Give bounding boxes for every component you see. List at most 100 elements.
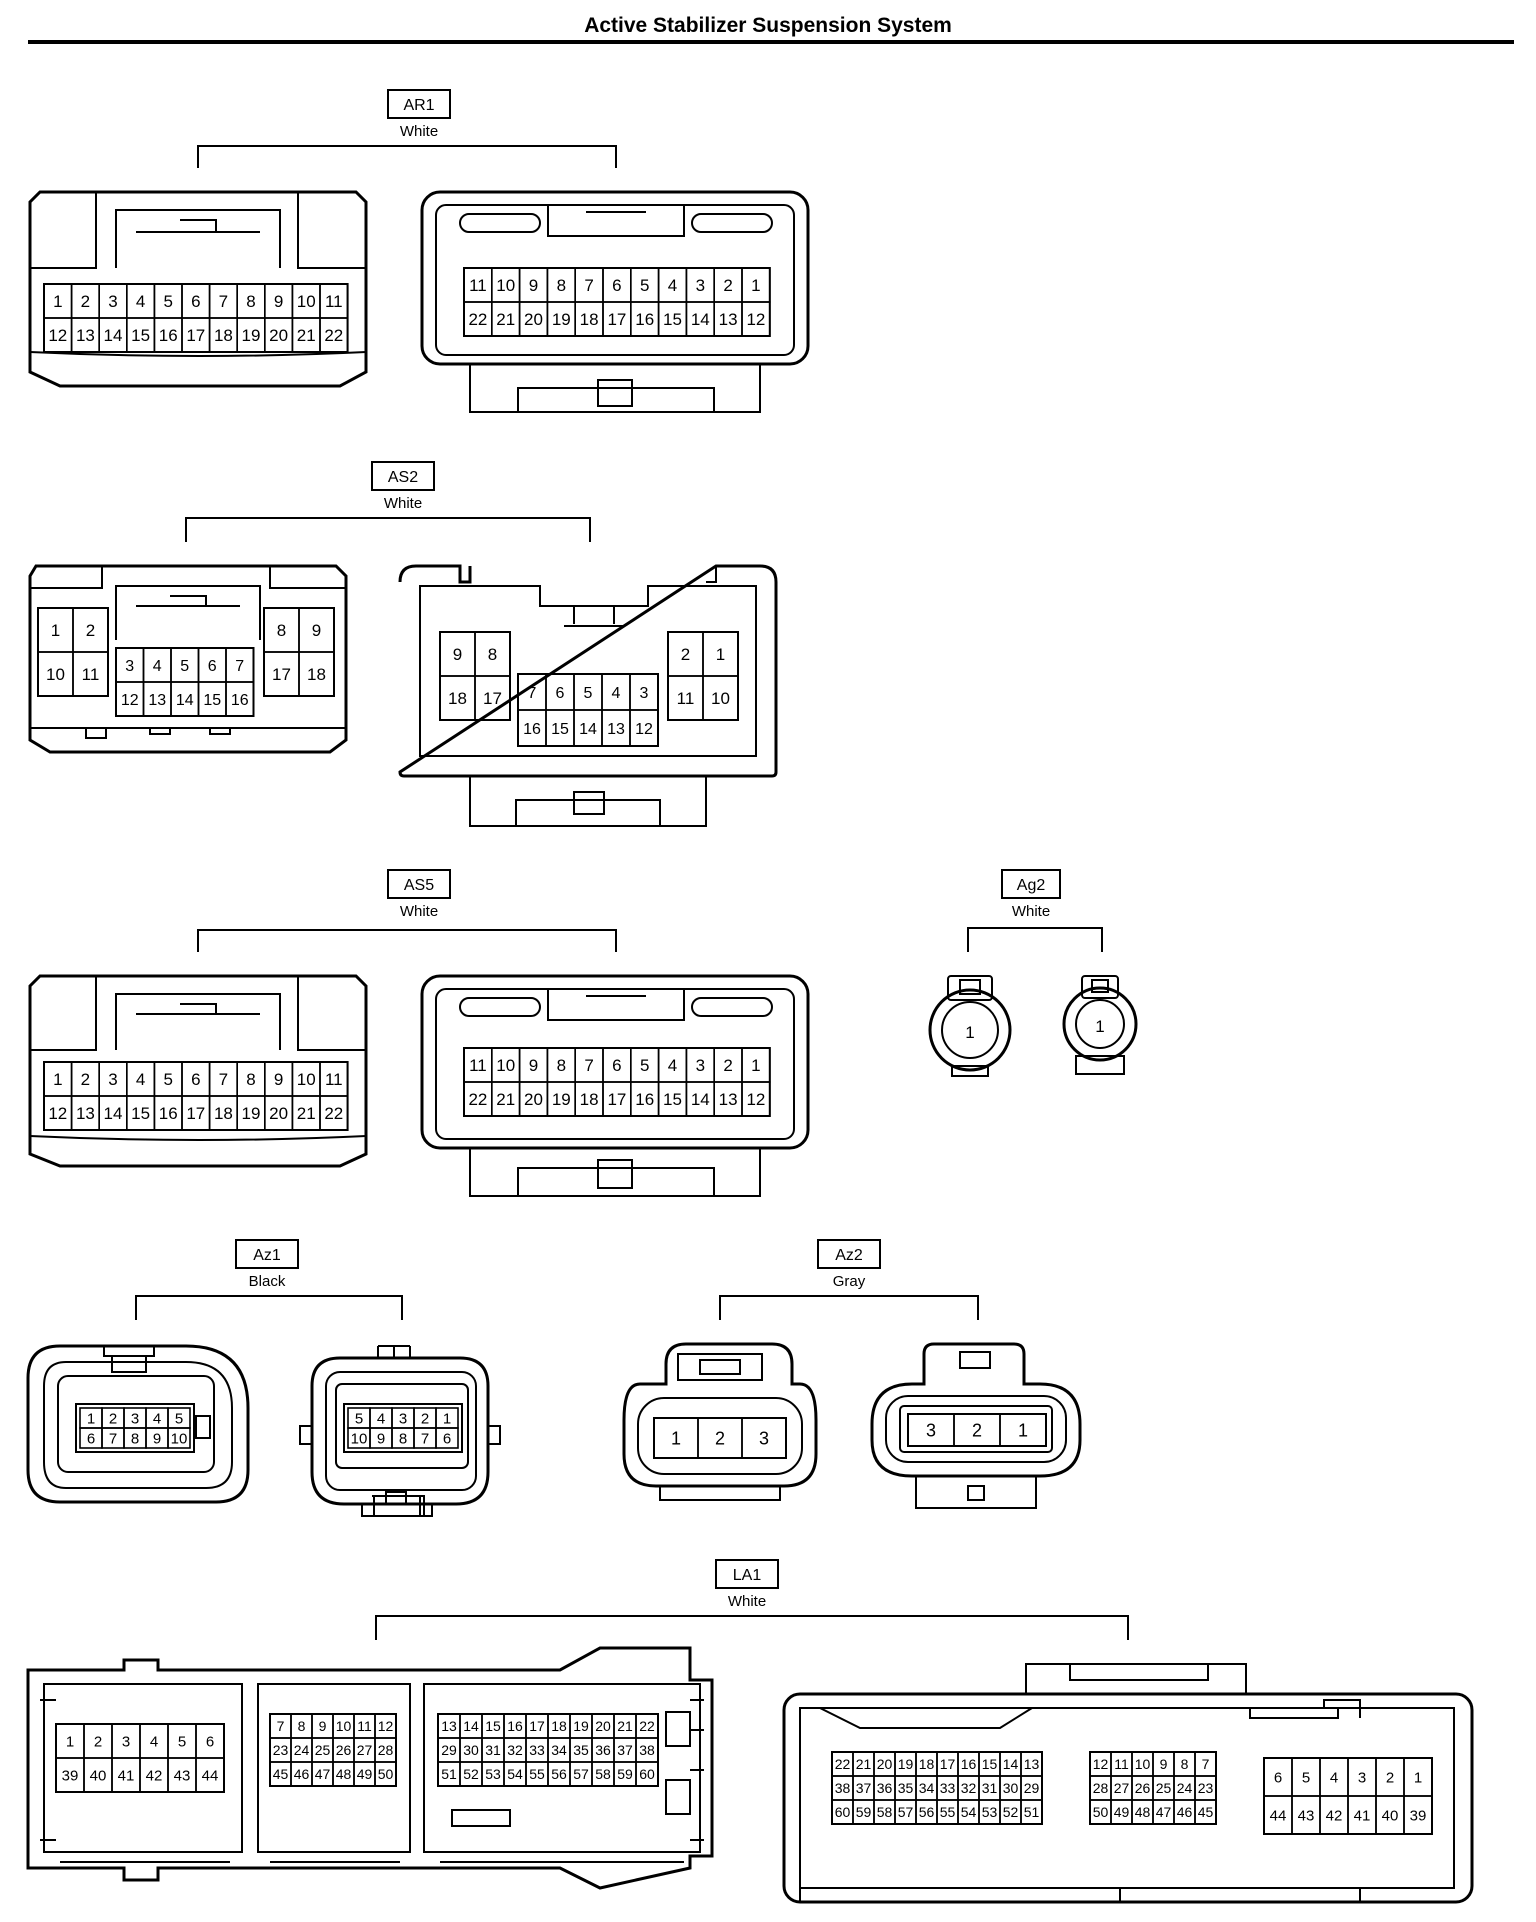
bracket — [197, 145, 617, 168]
pin-number: 11 — [469, 1056, 487, 1075]
pin-cavity — [474, 675, 511, 721]
pin-number: 2 — [81, 1070, 90, 1089]
pin-number: 3 — [926, 1420, 936, 1440]
pin-number: 31 — [982, 1780, 998, 1796]
pin-number: 1 — [751, 1056, 760, 1075]
connector-name: Az2 — [835, 1247, 863, 1264]
connector-label: AR1 White — [387, 89, 451, 140]
pin-number: 14 — [104, 326, 123, 345]
pin-number: 8 — [298, 1718, 306, 1734]
pin-number: 2 — [681, 645, 690, 664]
pin-number: 11 — [677, 689, 695, 708]
bracket — [719, 1295, 979, 1320]
pin-number: 3 — [125, 658, 134, 675]
pin-number: 38 — [835, 1780, 851, 1796]
pin-number: 10 — [711, 689, 730, 708]
pin-number: 1 — [1095, 1017, 1104, 1036]
connector-color: Gray — [833, 1273, 866, 1290]
pin-number: 58 — [877, 1804, 893, 1820]
pin-number: 7 — [421, 1430, 429, 1447]
connector-view-male — [28, 974, 368, 1168]
pin-number: 55 — [529, 1766, 545, 1782]
pin-number: 7 — [1202, 1756, 1210, 1772]
pin-number: 11 — [325, 1070, 343, 1089]
pin-number: 18 — [307, 665, 326, 684]
pin-number: 14 — [691, 310, 710, 329]
pin-number: 9 — [274, 292, 283, 311]
pin-number: 42 — [1326, 1807, 1343, 1824]
connector-view-female: 1 — [1062, 975, 1138, 1075]
pin-number: 41 — [1354, 1807, 1371, 1824]
pin-number: 47 — [1156, 1804, 1172, 1820]
page-title: Active Stabilizer Suspension System — [584, 14, 952, 37]
pin-number: 25 — [1156, 1780, 1172, 1796]
connector-name: AR1 — [403, 97, 434, 114]
pin-number: 7 — [584, 276, 593, 295]
pin-number: 21 — [617, 1718, 633, 1734]
pin-number: 58 — [595, 1766, 611, 1782]
pin-number: 9 — [453, 645, 462, 664]
pin-number: 14 — [1003, 1756, 1019, 1772]
pin-number: 56 — [919, 1804, 935, 1820]
bracket — [967, 927, 1103, 952]
pin-number: 19 — [552, 310, 571, 329]
pin-number: 21 — [856, 1756, 872, 1772]
connector-color: White — [1012, 903, 1050, 920]
pin-cavity — [1194, 1799, 1217, 1825]
pin-number: 1 — [965, 1023, 974, 1042]
pin-cavity — [72, 651, 109, 697]
pin-number: 19 — [898, 1756, 914, 1772]
pin-number: 52 — [1003, 1804, 1019, 1820]
pin-number: 12 — [121, 692, 139, 709]
pin-number: 26 — [336, 1742, 352, 1758]
pin-number: 46 — [1177, 1804, 1193, 1820]
pin-number: 23 — [273, 1742, 289, 1758]
bracket — [197, 929, 617, 952]
pin-number: 16 — [961, 1756, 977, 1772]
pin-number: 14 — [104, 1104, 123, 1123]
pin-number: 20 — [269, 1104, 288, 1123]
pin-number: 49 — [1114, 1804, 1130, 1820]
pin-number: 7 — [528, 685, 537, 702]
pin-number: 28 — [378, 1742, 394, 1758]
pin-number: 8 — [488, 645, 497, 664]
pin-number: 9 — [319, 1718, 327, 1734]
pin-number: 2 — [723, 1056, 732, 1075]
pin-number: 51 — [441, 1766, 457, 1782]
pin-number: 1 — [443, 1410, 451, 1427]
pin-number: 24 — [1177, 1780, 1193, 1796]
connector-color: White — [384, 495, 422, 512]
pin-number: 59 — [856, 1804, 872, 1820]
pin-number: 18 — [580, 310, 599, 329]
pin-number: 40 — [1382, 1807, 1399, 1824]
pin-number: 33 — [529, 1742, 545, 1758]
pin-number: 10 — [1135, 1756, 1151, 1772]
pin-number: 17 — [529, 1718, 545, 1734]
connector-color: Black — [249, 1273, 286, 1290]
pin-number: 1 — [1018, 1420, 1028, 1440]
pin-number: 18 — [551, 1718, 567, 1734]
pin-number: 27 — [1114, 1780, 1130, 1796]
pin-number: 16 — [159, 326, 178, 345]
pin-cavity — [435, 1427, 459, 1449]
pin-number: 41 — [118, 1767, 135, 1784]
pin-cavity — [319, 317, 349, 353]
pin-number: 13 — [719, 1090, 738, 1109]
connector-view-female — [299, 1345, 501, 1517]
pin-number: 3 — [108, 292, 117, 311]
pin-number: 3 — [108, 1070, 117, 1089]
pin-number: 5 — [180, 658, 189, 675]
pin-number: 10 — [171, 1430, 188, 1447]
connector-ag2: Ag2 White 1 1 — [928, 869, 1138, 1077]
pin-number: 5 — [640, 276, 649, 295]
pin-number: 4 — [668, 1056, 677, 1075]
